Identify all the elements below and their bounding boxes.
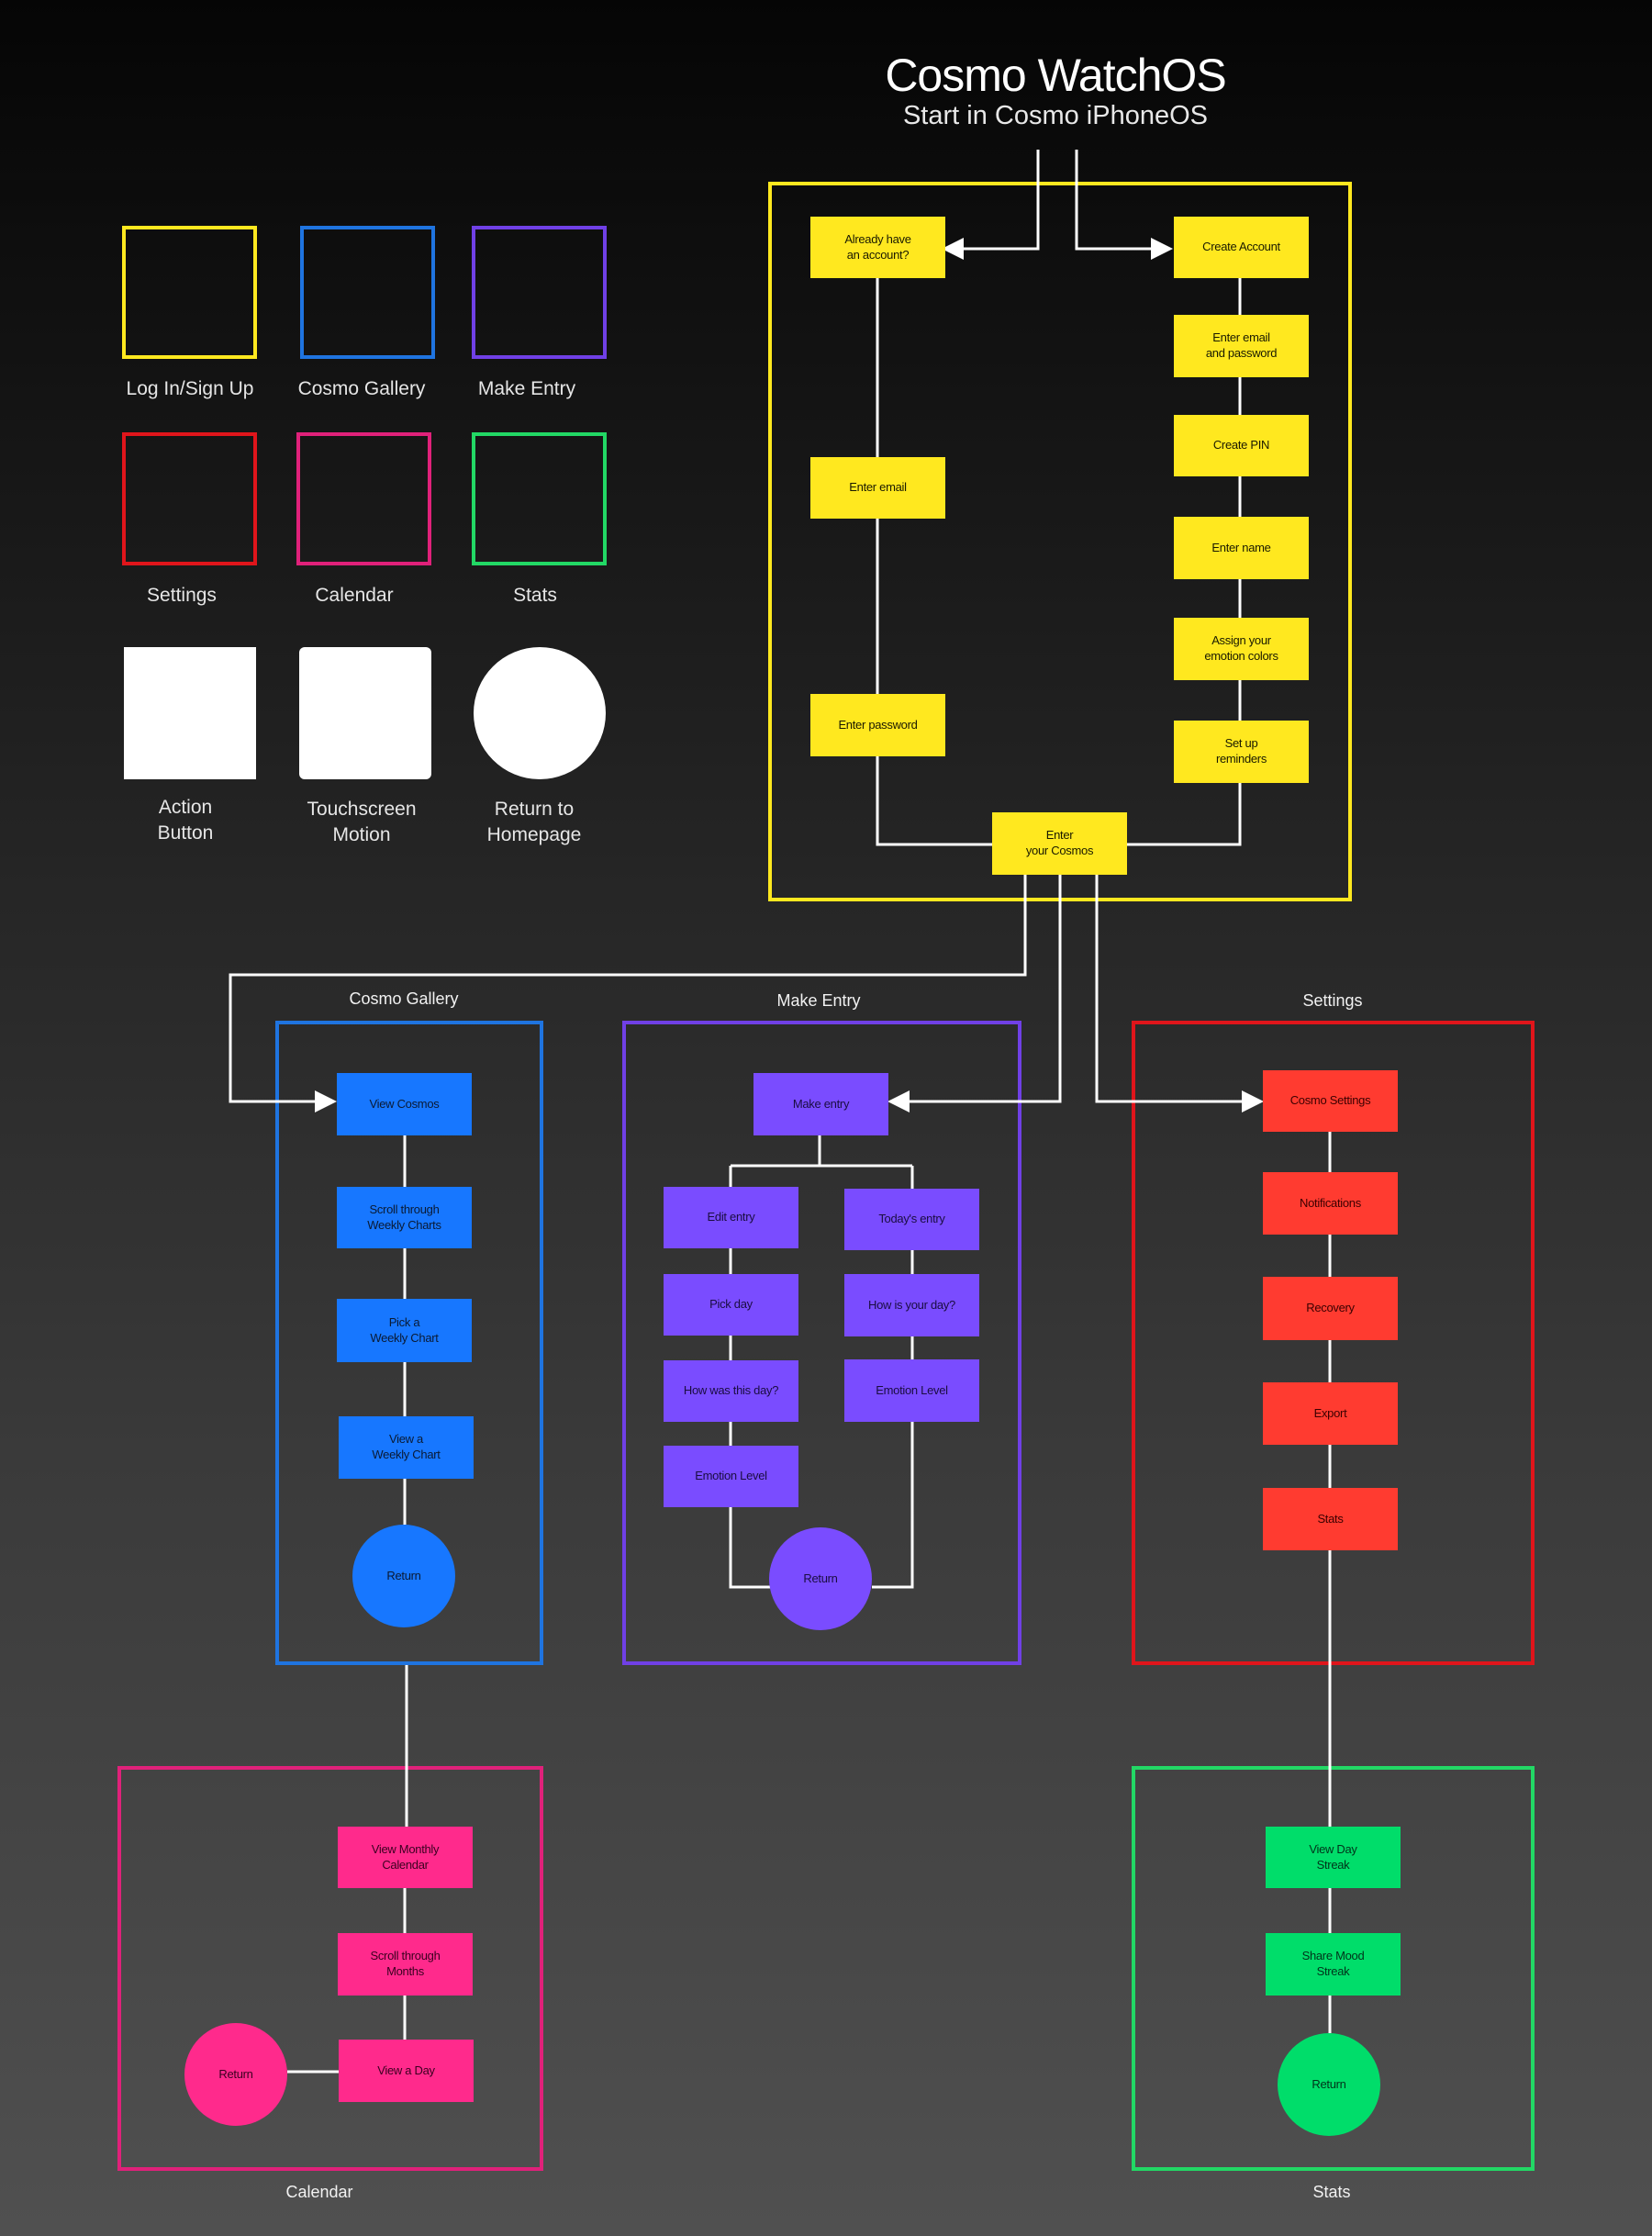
calendar-return-node[interactable]: Return <box>184 2023 287 2126</box>
legend-settings-label: Settings <box>147 585 217 606</box>
view-day-streak-node[interactable]: View Day Streak <box>1266 1827 1401 1888</box>
legend-gallery-label: Cosmo Gallery <box>297 378 426 399</box>
enter-email-password-node[interactable]: Enter email and password <box>1174 315 1309 377</box>
gallery-return-node[interactable]: Return <box>352 1525 455 1627</box>
view-weekly-node[interactable]: View a Weekly Chart <box>339 1416 474 1479</box>
enter-cosmos-node[interactable]: Enter your Cosmos <box>992 812 1127 875</box>
cosmo-settings-node[interactable]: Cosmo Settings <box>1263 1070 1398 1132</box>
view-monthly-node[interactable]: View Monthly Calendar <box>338 1827 473 1888</box>
view-day-node[interactable]: View a Day <box>339 2040 474 2102</box>
legend-return-label: Return to Homepage <box>486 799 582 846</box>
legend-action-button-label: Action Button <box>157 797 214 844</box>
legend-gallery-swatch <box>300 226 435 359</box>
settings-stats-node[interactable]: Stats <box>1263 1488 1398 1550</box>
enter-password-node[interactable]: Enter password <box>810 694 945 756</box>
calendar-section-label: Calendar <box>285 2183 353 2201</box>
how-was-day-node[interactable]: How was this day? <box>664 1360 798 1422</box>
scroll-weekly-node[interactable]: Scroll through Weekly Charts <box>337 1187 472 1248</box>
gallery-frame <box>275 1021 543 1665</box>
legend-entry-label: Make Entry <box>477 378 576 399</box>
notifications-node[interactable]: Notifications <box>1263 1172 1398 1235</box>
create-account-node[interactable]: Create Account <box>1174 217 1309 278</box>
entry-return-node[interactable]: Return <box>769 1527 872 1630</box>
diagram-subtitle: Start in Cosmo iPhoneOS <box>902 101 1209 130</box>
line-password-to-enter-cosmos <box>876 756 993 846</box>
create-pin-node[interactable]: Create PIN <box>1174 415 1309 476</box>
emotion-level-right-node[interactable]: Emotion Level <box>844 1359 979 1422</box>
export-node[interactable]: Export <box>1263 1382 1398 1445</box>
legend-stats-swatch <box>472 432 607 565</box>
entry-frame <box>622 1021 1021 1665</box>
line-entry-right-chain <box>872 1250 914 1589</box>
legend-touchscreen-swatch <box>299 647 431 779</box>
enter-email-node[interactable]: Enter email <box>810 457 945 519</box>
how-is-day-node[interactable]: How is your day? <box>844 1274 979 1336</box>
setup-reminders-node[interactable]: Set up reminders <box>1174 721 1309 783</box>
arrow-to-cosmo-settings <box>1095 875 1264 1112</box>
legend-entry-swatch <box>472 226 607 359</box>
emotion-level-left-node[interactable]: Emotion Level <box>664 1446 798 1507</box>
todays-entry-node[interactable]: Today's entry <box>844 1189 979 1250</box>
line-entry-branch <box>729 1135 914 1189</box>
entry-section-label: Make Entry <box>776 991 861 1010</box>
stats-frame <box>1132 1766 1535 2171</box>
pick-day-node[interactable]: Pick day <box>664 1274 798 1336</box>
arrow-to-create-account <box>1075 150 1173 260</box>
arrow-to-already-account <box>942 150 1040 260</box>
recovery-node[interactable]: Recovery <box>1263 1277 1398 1340</box>
legend-calendar-label: Calendar <box>315 585 394 606</box>
assign-colors-node[interactable]: Assign your emotion colors <box>1174 618 1309 680</box>
settings-frame <box>1132 1021 1535 1665</box>
view-cosmos-node[interactable]: View Cosmos <box>337 1073 472 1135</box>
legend-login-label: Log In/Sign Up <box>126 378 254 399</box>
scroll-months-node[interactable]: Scroll through Months <box>338 1933 473 1996</box>
make-entry-node[interactable]: Make entry <box>753 1073 888 1135</box>
line-reminders-to-enter-cosmos <box>1125 783 1242 846</box>
legend-action-button-swatch <box>124 647 256 779</box>
enter-name-node[interactable]: Enter name <box>1174 517 1309 579</box>
share-mood-node[interactable]: Share Mood Streak <box>1266 1933 1401 1996</box>
legend-touchscreen-label: Touchscreen Motion <box>307 799 417 846</box>
diagram-title: Cosmo WatchOS <box>885 50 1226 101</box>
legend-stats-label: Stats <box>513 585 557 606</box>
edit-entry-node[interactable]: Edit entry <box>664 1187 798 1248</box>
calendar-frame <box>117 1766 543 2171</box>
stats-return-node[interactable]: Return <box>1278 2033 1380 2136</box>
pick-weekly-node[interactable]: Pick a Weekly Chart <box>337 1299 472 1362</box>
legend-return-swatch <box>474 647 606 779</box>
legend-login-swatch <box>122 226 257 359</box>
settings-section-label: Settings <box>1302 991 1363 1010</box>
arrow-to-view-cosmos <box>229 875 1027 1112</box>
arrow-to-make-entry <box>887 875 1062 1112</box>
stats-section-label: Stats <box>1312 2183 1351 2201</box>
legend-calendar-swatch <box>296 432 431 565</box>
gallery-section-label: Cosmo Gallery <box>349 989 459 1008</box>
already-account-node[interactable]: Already have an account? <box>810 217 945 278</box>
line-entry-left-chain <box>729 1248 771 1589</box>
legend-settings-swatch <box>122 432 257 565</box>
